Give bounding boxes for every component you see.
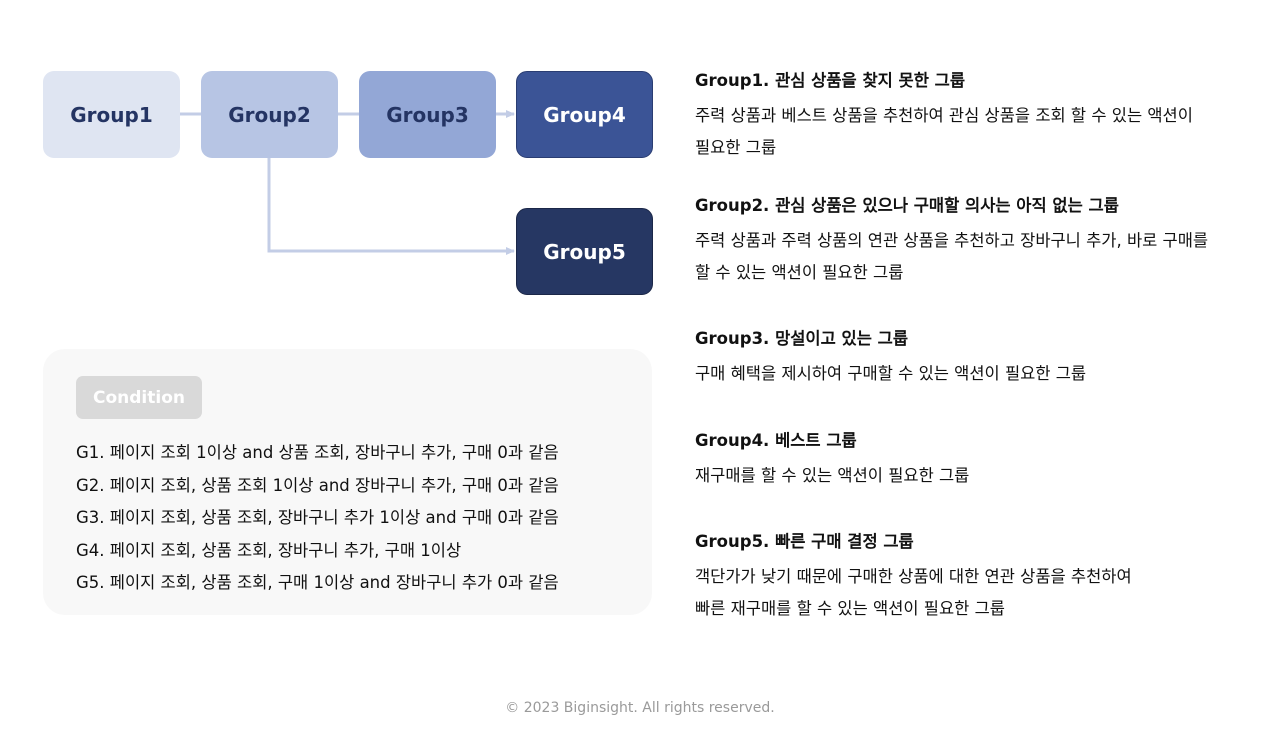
group4-description-title: Group4. 베스트 그룹: [695, 431, 857, 450]
group4-node: Group4: [516, 71, 653, 158]
group4-label: Group4: [543, 102, 626, 127]
condition-list: G1. 페이지 조회 1이상 and 상품 조회, 장바구니 추가, 구매 0과…: [76, 437, 559, 600]
edge-group2-group5: [267, 158, 515, 255]
group5-description: Group5. 빠른 구매 결정 그룹 객단가가 낮기 때문에 구매한 상품에 …: [695, 531, 1255, 624]
group3-description: Group3. 망설이고 있는 그룹 구매 혜택을 제시하여 구매할 수 있는 …: [695, 328, 1255, 390]
group3-node: Group3: [359, 71, 496, 158]
group1-description-title: Group1. 관심 상품을 찾지 못한 그룹: [695, 71, 966, 90]
group2-description-line: 주력 상품과 주력 상품의 연관 상품을 추천하고 장바구니 추가, 바로 구매…: [695, 231, 1209, 250]
condition-panel: Condition G1. 페이지 조회 1이상 and 상품 조회, 장바구니…: [43, 349, 652, 615]
group5-node: Group5: [516, 208, 653, 295]
group3-description-title: Group3. 망설이고 있는 그룹: [695, 329, 908, 348]
condition-item-g4: G4. 페이지 조회, 상품 조회, 장바구니 추가, 구매 1이상: [76, 540, 462, 560]
condition-item-g1: G1. 페이지 조회 1이상 and 상품 조회, 장바구니 추가, 구매 0과…: [76, 443, 559, 462]
condition-item-g3: G3. 페이지 조회, 상품 조회, 장바구니 추가 1이상 and 구매 0과…: [76, 508, 559, 527]
group4-description: Group4. 베스트 그룹 재구매를 할 수 있는 액션이 필요한 그룹: [695, 430, 1255, 492]
group1-label: Group1: [70, 102, 153, 127]
condition-item-g5: G5. 페이지 조회, 상품 조회, 구매 1이상 and 장바구니 추가 0과…: [76, 573, 559, 592]
group5-description-line: 객단가가 낮기 때문에 구매한 상품에 대한 연관 상품을 추천하여: [695, 567, 1132, 586]
group2-description: Group2. 관심 상품은 있으나 구매할 의사는 아직 없는 그룹 주력 상…: [695, 195, 1255, 288]
group3-description-line: 구매 혜택을 제시하여 구매할 수 있는 액션이 필요한 그룹: [695, 364, 1087, 383]
group4-description-line: 재구매를 할 수 있는 액션이 필요한 그룹: [695, 466, 970, 485]
group1-description-line: 필요한 그룹: [695, 137, 777, 157]
condition-item-g2: G2. 페이지 조회, 상품 조회 1이상 and 장바구니 추가, 구매 0과…: [76, 475, 559, 495]
group2-description-line: 할 수 있는 액션이 필요한 그룹: [695, 262, 904, 282]
group2-node: Group2: [201, 71, 338, 158]
group1-node: Group1: [43, 71, 180, 158]
group1-description-line: 주력 상품과 베스트 상품을 추천하여 관심 상품을 조회 할 수 있는 액션이: [695, 106, 1193, 125]
group5-description-line: 빠른 재구매를 할 수 있는 액션이 필요한 그룹: [695, 598, 1005, 618]
group5-description-title: Group5. 빠른 구매 결정 그룹: [695, 532, 914, 551]
group1-description: Group1. 관심 상품을 찾지 못한 그룹 주력 상품과 베스트 상품을 추…: [695, 70, 1255, 163]
group2-description-title: Group2. 관심 상품은 있으나 구매할 의사는 아직 없는 그룹: [695, 196, 1119, 215]
condition-badge: Condition: [76, 376, 202, 419]
copyright-footer: © 2023 Biginsight. All rights reserved.: [505, 700, 775, 716]
group5-label: Group5: [543, 239, 626, 264]
group3-label: Group3: [386, 102, 469, 127]
group2-label: Group2: [228, 102, 311, 127]
